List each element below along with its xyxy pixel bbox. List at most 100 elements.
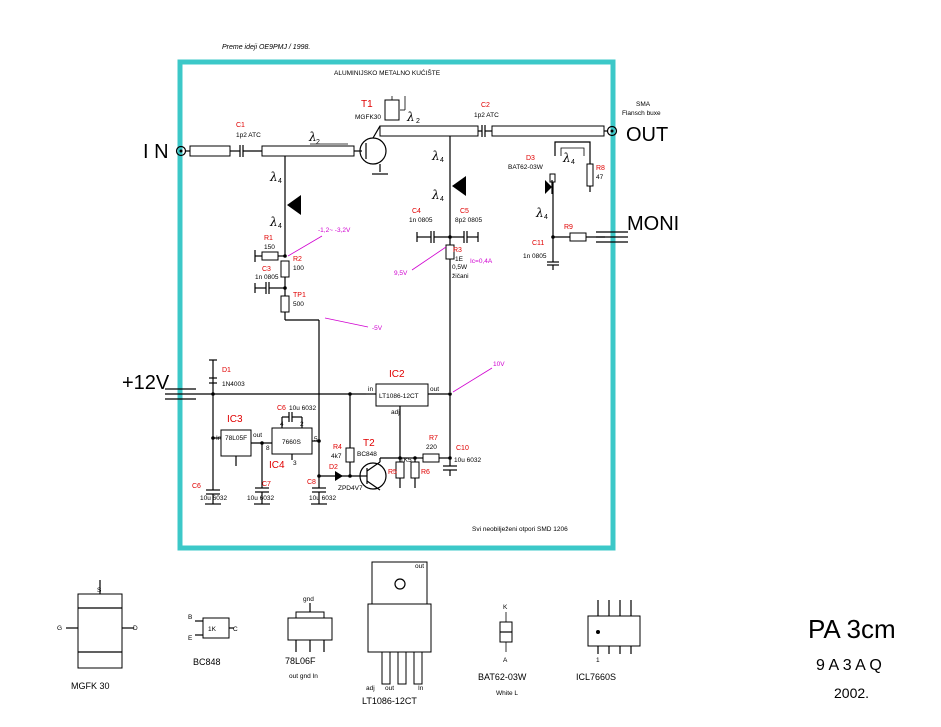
bc848-name: BC848	[193, 657, 221, 667]
svg-text:A: A	[503, 657, 508, 664]
moni-coupler-loop	[554, 141, 591, 156]
ic2-value: LT1086-12CT	[379, 393, 419, 400]
r2-ref: R2	[293, 256, 302, 263]
svg-text:adj: adj	[366, 685, 375, 692]
d1-value: 1N4003	[222, 381, 245, 388]
r1-value: 150	[264, 244, 275, 251]
svg-text:λ: λ	[535, 206, 544, 220]
port-moni-label: MONI	[627, 213, 679, 235]
c8-ref: C6	[277, 405, 286, 412]
svg-text:adj: adj	[391, 409, 400, 416]
r2-value: 100	[293, 265, 304, 272]
c2-ref: C2	[481, 102, 490, 109]
svg-text:In: In	[216, 435, 222, 442]
d3-diode	[545, 180, 552, 194]
r4-value: 4k7	[331, 453, 342, 460]
ic4-value: 7660S	[282, 439, 301, 446]
svg-text:4: 4	[440, 196, 444, 203]
port-in-label: I N	[143, 141, 169, 163]
lambda-drain-bias: λ	[431, 149, 440, 163]
c9-ref: C8	[307, 479, 316, 486]
r8-value: 47	[596, 174, 604, 181]
c7-value: 10u 6032	[247, 495, 274, 502]
ic3-value: 78L05F	[225, 435, 247, 442]
c1-value: 1p2 ATC	[236, 132, 261, 139]
drain-stub	[384, 99, 400, 121]
sma-label: SMA	[636, 101, 651, 108]
svg-text:B: B	[188, 614, 192, 621]
svg-text:gnd: gnd	[303, 596, 314, 603]
c5-value: 8p2 0805	[455, 217, 482, 224]
lambda-moni: λ	[562, 151, 571, 165]
ic4-charge-pump	[271, 427, 313, 455]
title-year: 2002.	[834, 685, 869, 701]
sma-label-2: Flansch buxe	[622, 110, 661, 117]
svg-text:In: In	[418, 685, 424, 692]
smd-note: Svi neobilježeni otpori SMD 1206	[472, 526, 568, 533]
c2-value: 1p2 ATC	[474, 112, 499, 119]
r8-resistor	[586, 163, 594, 187]
svg-text:0,5W: 0,5W	[452, 264, 468, 271]
c3-ref: C3	[262, 266, 271, 273]
d1-ref: D1	[222, 367, 231, 374]
enclosure-label: ALUMINIJSKO METALNO KUĆIŠTE	[334, 68, 441, 77]
svg-text:out gnd In: out gnd In	[289, 673, 318, 680]
in-connector	[175, 145, 187, 157]
r5-ref: R5	[388, 469, 397, 476]
pinout-bat62: K A BAT62-03W White L	[478, 604, 527, 697]
svg-text:White L: White L	[496, 690, 518, 697]
svg-text:C: C	[233, 626, 238, 633]
r1-ref: R1	[264, 235, 273, 242]
svg-text:4: 4	[278, 223, 282, 230]
svg-text:E: E	[188, 635, 193, 642]
svg-text:4: 4	[544, 214, 548, 221]
c4-ref: C4	[412, 208, 421, 215]
tp1-ref: TP1	[293, 292, 306, 299]
ic2-regulator	[375, 383, 429, 407]
svg-text:1E: 1E	[455, 256, 464, 263]
radial-stub-drain	[452, 176, 466, 196]
svg-text:G: G	[57, 625, 62, 632]
d2-ref: D2	[329, 464, 338, 471]
out-connector	[606, 125, 618, 137]
lambda-gate-bias: λ	[269, 170, 278, 184]
in-line-section	[189, 145, 231, 157]
port-out-label: OUT	[626, 124, 668, 146]
lt1086-name: LT1086-12CT	[362, 696, 417, 706]
ic2-ref: IC2	[389, 369, 405, 380]
pinout-bc848: 1K B E C BC848	[188, 614, 238, 667]
t2-value: BC848	[357, 451, 377, 458]
bat62-name: BAT62-03W	[478, 672, 527, 682]
r7-value: 220	[426, 444, 437, 451]
c8-value: 10u 6032	[289, 405, 316, 412]
d2-value: ZPD4V7	[338, 485, 363, 492]
t1-value: MGFK30	[355, 114, 381, 121]
pinout-mgfk30: S G D MGFK 30	[57, 580, 138, 691]
d3-value: BAT62-03W	[508, 164, 544, 171]
svg-text:λ: λ	[269, 215, 278, 229]
r3-ref: R3	[453, 247, 462, 254]
r9-ref: R9	[564, 224, 573, 231]
c3-value: 1n 0805	[255, 274, 279, 281]
r4-ref: R4	[333, 444, 342, 451]
ic3-regulator	[220, 429, 252, 457]
r8-ref: R8	[596, 165, 605, 172]
r1-resistor	[261, 251, 279, 261]
annot-vneg: -5V	[372, 325, 383, 332]
c10-value: 10u 6032	[454, 457, 481, 464]
title-main: PA 3cm	[808, 614, 896, 644]
annot-vgate: -1,2~ -3,2V	[318, 227, 351, 234]
svg-text:3: 3	[293, 460, 297, 467]
t1-ref: T1	[361, 99, 373, 110]
r4-resistor	[345, 447, 355, 463]
lambda-gate: λ	[308, 130, 317, 144]
mgfk30-name: MGFK 30	[71, 681, 110, 691]
c11-ref: C11	[532, 240, 544, 247]
c10-ref: C10	[456, 445, 469, 452]
r9-resistor	[569, 232, 587, 242]
svg-text:2: 2	[416, 118, 420, 125]
radial-stub-gate	[287, 195, 301, 215]
r7-resistor	[422, 453, 440, 463]
svg-text:1K: 1K	[208, 626, 217, 633]
c4-value: 1n 0805	[409, 217, 433, 224]
